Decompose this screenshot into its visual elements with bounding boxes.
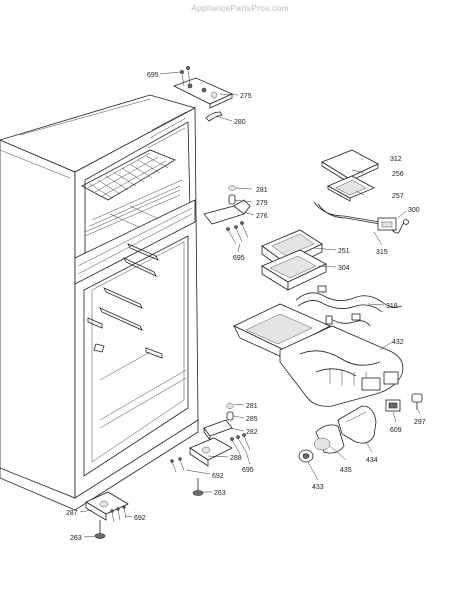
part-number-labels: 695 275 280 281 279 276 695 312 256 257 …	[66, 72, 426, 542]
bottom-hinge-left	[85, 491, 129, 539]
part-label-315: 315	[376, 249, 388, 256]
cabinet-mullion	[74, 199, 196, 285]
part-label-279: 279	[256, 200, 268, 207]
part-label-609: 609	[390, 427, 402, 434]
part-label-287: 287	[66, 510, 78, 517]
part-label-432: 432	[392, 339, 404, 346]
adjustment-knob	[411, 393, 423, 410]
icemaker-cover	[321, 149, 379, 179]
leveling-leg-right	[192, 490, 204, 496]
freezer-shelf	[81, 149, 176, 201]
part-label-276: 276	[256, 213, 268, 220]
part-label-297: 297	[414, 419, 426, 426]
part-label-275: 275	[240, 93, 252, 100]
part-label-300: 300	[408, 207, 420, 214]
part-label-257: 257	[392, 193, 404, 200]
part-label-434: 434	[366, 457, 378, 464]
auger-motor-assembly	[298, 405, 377, 463]
icemaker-mold-assembly	[261, 229, 327, 291]
icemaker-cover-assembly	[321, 149, 379, 202]
bottom-hinge-right	[170, 437, 233, 496]
wire-harness	[295, 285, 403, 327]
part-label-281: 281	[256, 187, 268, 194]
part-label-282: 282	[246, 429, 258, 436]
hinge-pin	[205, 111, 223, 122]
part-label-288: 288	[230, 455, 242, 462]
part-label-263: 263	[214, 490, 226, 497]
part-label-281: 281	[246, 403, 258, 410]
watermark-text: AppliancePartsPros.com	[191, 3, 289, 13]
cabinet-side-panel	[0, 139, 76, 499]
part-label-256: 256	[392, 171, 404, 178]
part-label-695: 695	[233, 255, 245, 262]
cabinet-front-frame	[74, 107, 199, 499]
part-label-695: 695	[242, 467, 254, 474]
ice-dispenser-housing	[233, 303, 404, 407]
part-label-695: 695	[147, 72, 159, 79]
top-hinge-assembly	[172, 66, 233, 109]
icemaker-harness-and-switch	[313, 201, 409, 234]
refrigerator-cabinet	[0, 94, 199, 511]
part-label-304: 304	[338, 265, 350, 272]
part-label-433: 433	[312, 484, 324, 491]
part-label-318: 318	[386, 303, 398, 310]
part-label-692: 692	[212, 473, 224, 480]
leveling-leg-left	[94, 533, 106, 539]
leader-lines	[79, 71, 421, 538]
part-label-312: 312	[390, 156, 402, 163]
part-label-435: 435	[340, 467, 352, 474]
center-hinge-assembly	[203, 185, 251, 245]
dispenser-switch	[385, 399, 401, 412]
part-label-692: 692	[134, 515, 146, 522]
part-label-263: 263	[70, 535, 82, 542]
part-label-285: 285	[246, 416, 258, 423]
mid-bracket-assembly	[203, 403, 251, 455]
auger-motor	[337, 405, 377, 444]
part-label-280: 280	[234, 119, 246, 126]
fresh-food-compartment	[83, 235, 189, 477]
shelf-rails	[87, 243, 163, 359]
part-label-251: 251	[338, 248, 350, 255]
